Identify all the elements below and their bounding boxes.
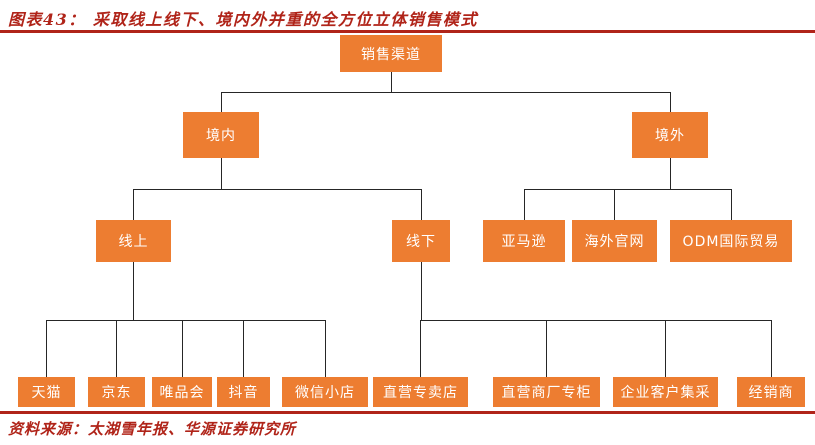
footer-divider <box>0 411 815 414</box>
connector-vline <box>325 320 326 377</box>
connector-vline <box>670 92 671 112</box>
connector-vline <box>116 320 117 377</box>
connector-vline <box>243 320 244 377</box>
connector-vline <box>421 189 422 220</box>
node-direct-mall-counter: 直营商厂专柜 <box>493 377 600 407</box>
connector-vline <box>182 320 183 377</box>
connector-vline <box>421 262 422 320</box>
connector-hline <box>524 189 731 190</box>
title-divider <box>0 30 815 33</box>
connector-hline <box>221 92 670 93</box>
connector-hline <box>420 320 771 321</box>
connector-vline <box>524 189 525 220</box>
node-tmall: 天猫 <box>18 377 75 407</box>
node-odm-international-trade: ODM国际贸易 <box>670 220 792 262</box>
connector-vline <box>420 320 421 377</box>
connector-vline <box>221 92 222 112</box>
connector-vline <box>133 189 134 220</box>
node-online: 线上 <box>96 220 171 262</box>
connector-vline <box>670 158 671 189</box>
connector-vline <box>731 189 732 220</box>
source-note: 资料来源：太湖雪年报、华源证券研究所 <box>8 420 297 438</box>
node-overseas: 境外 <box>632 112 708 158</box>
figure-title: 图表43： 采取线上线下、境内外并重的全方位立体销售模式 <box>8 10 478 29</box>
connector-vline <box>771 320 772 377</box>
node-direct-specialty-store: 直营专卖店 <box>373 377 468 407</box>
connector-hline <box>46 320 325 321</box>
connector-vline <box>46 320 47 377</box>
node-wechat-mini-store: 微信小店 <box>282 377 368 407</box>
node-sales-channels: 销售渠道 <box>340 35 442 72</box>
connector-vline <box>221 158 222 189</box>
connector-vline <box>133 262 134 320</box>
node-enterprise-procurement: 企业客户集采 <box>613 377 718 407</box>
connector-vline <box>665 320 666 377</box>
node-jd: 京东 <box>88 377 145 407</box>
node-douyin: 抖音 <box>217 377 270 407</box>
node-domestic: 境内 <box>183 112 259 158</box>
connector-vline <box>614 189 615 220</box>
node-vipshop: 唯品会 <box>152 377 212 407</box>
connector-hline <box>133 189 421 190</box>
node-offline: 线下 <box>392 220 450 262</box>
connector-vline <box>546 320 547 377</box>
node-distributor: 经销商 <box>737 377 805 407</box>
node-amazon: 亚马逊 <box>483 220 565 262</box>
connector-vline <box>391 72 392 92</box>
node-overseas-official-site: 海外官网 <box>572 220 657 262</box>
